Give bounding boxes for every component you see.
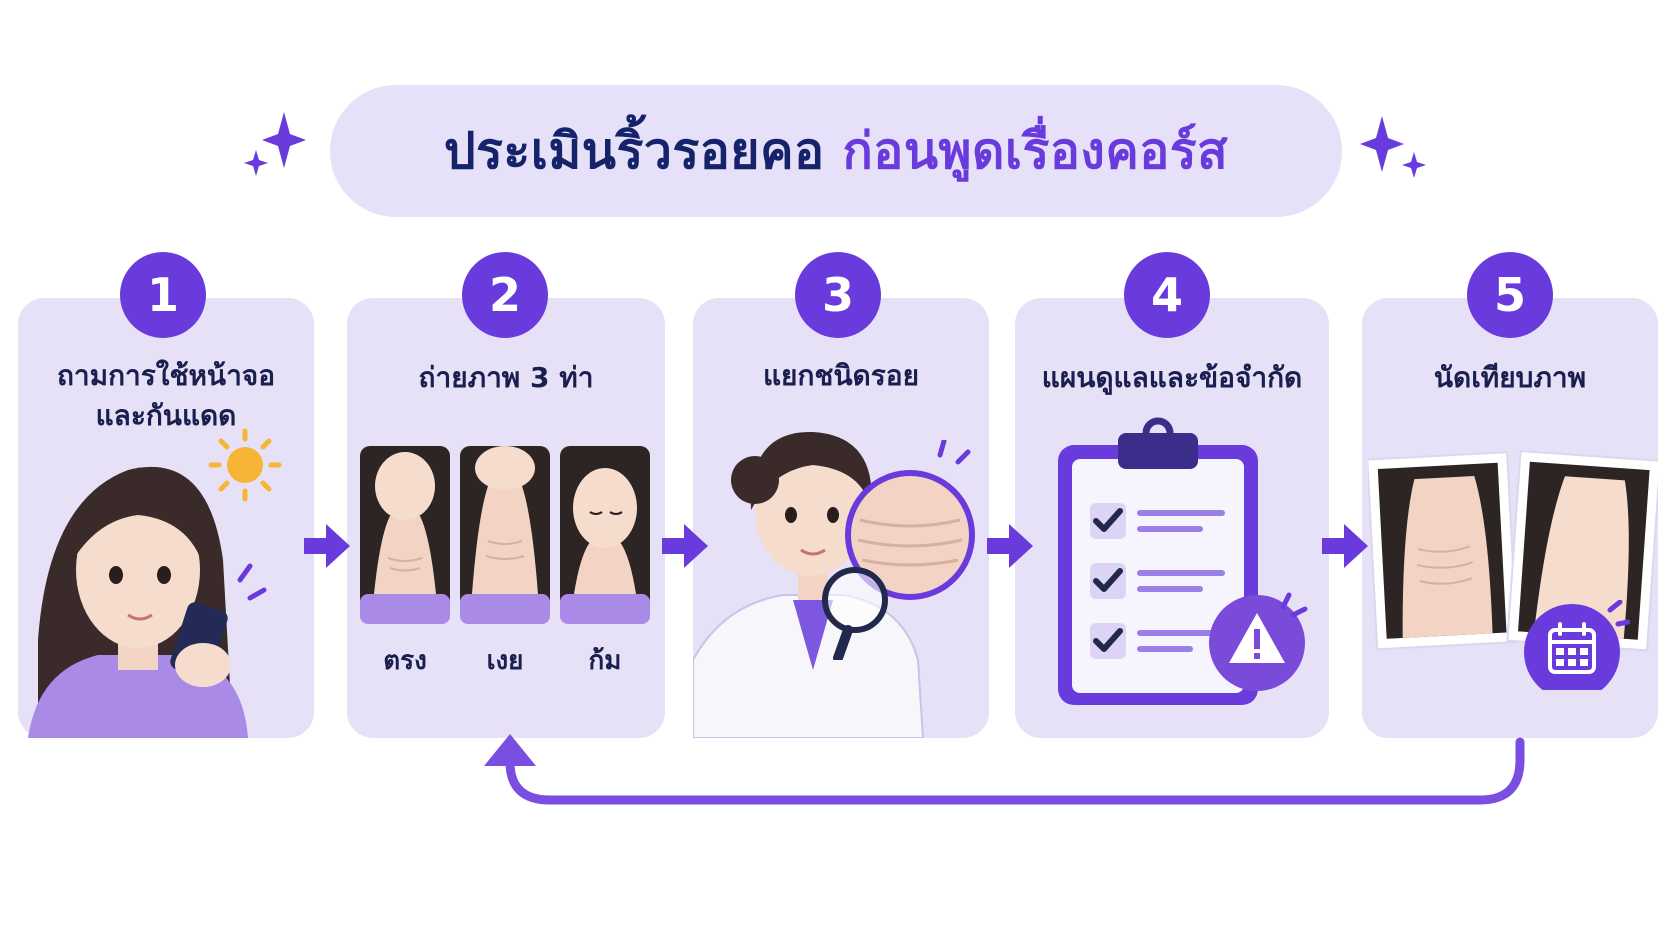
sun-icon <box>208 428 282 502</box>
step-title-3: แยกชนิดรอย <box>763 359 919 392</box>
step-number-1: 1 <box>120 252 206 338</box>
after-photo <box>1506 449 1658 652</box>
arrow-right-icon-2 <box>662 524 708 568</box>
neck-photo-up <box>460 446 550 624</box>
before-photo <box>1368 451 1519 651</box>
title-accent: ก่อนพูดเรื่องคอร์ส <box>842 121 1229 180</box>
neck-photo-front <box>360 446 450 624</box>
before-after-photo-icon <box>1368 449 1658 652</box>
magnifier-icon <box>822 440 975 660</box>
clipboard-checklist-icon <box>1058 417 1258 705</box>
step-number-4: 4 <box>1124 252 1210 338</box>
sparkle-icon-left <box>244 112 306 176</box>
arrow-right-icon-4 <box>1322 524 1368 568</box>
step-title-5: นัดเทียบภาพ <box>1433 361 1587 394</box>
arrow-right-icon-3 <box>987 524 1033 568</box>
step-title-4: แผนดูแลและข้อจำกัด <box>1041 361 1303 394</box>
arrow-right-icon-1 <box>304 524 350 568</box>
warning-icon <box>1209 592 1308 691</box>
step-title-1-line1: ถามการใช้หน้าจอ <box>56 359 276 392</box>
neck-photo-icon <box>360 446 650 624</box>
step-number-2: 2 <box>462 252 548 338</box>
title-main: ประเมินริ้วรอยคอ <box>443 121 825 180</box>
page-title: ประเมินริ้วรอยคอ ก่อนพูดเรื่องคอร์ส <box>444 112 1228 191</box>
step-title-2: ถ่ายภาพ 3 ท่า <box>418 361 594 394</box>
step-title-1-line2: และกันแดด <box>95 399 237 432</box>
step-number-3: 3 <box>795 252 881 338</box>
title-banner: ประเมินริ้วรอยคอ ก่อนพูดเรื่องคอร์ส <box>330 85 1342 217</box>
step-number-5: 5 <box>1467 252 1553 338</box>
woman-with-phone-icon <box>28 466 267 738</box>
pose-label-front: ตรง <box>383 646 427 676</box>
neck-photo-down <box>560 446 650 624</box>
calendar-icon <box>1524 600 1630 690</box>
pose-label-down: ก้ม <box>588 646 622 676</box>
pose-label-up: เงย <box>486 646 524 676</box>
sparkle-icon-right <box>1360 116 1426 178</box>
step-title-1: ถามการใช้หน้าจอ และกันแดด <box>18 356 314 436</box>
